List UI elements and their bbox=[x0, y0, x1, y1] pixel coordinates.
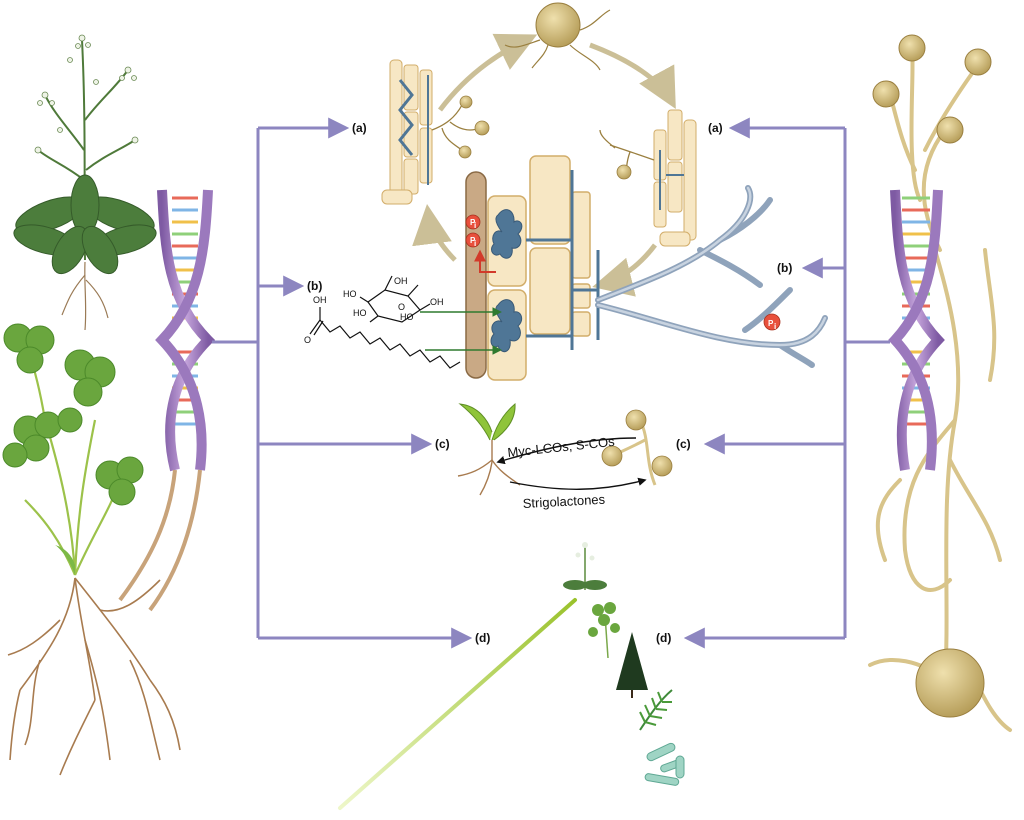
label-b-right: (b) bbox=[777, 261, 792, 275]
phosphate-marker-icon: P i P i P i bbox=[465, 214, 781, 331]
svg-text:i: i bbox=[774, 322, 776, 331]
tree-leaf-fern-icon bbox=[639, 689, 673, 731]
root-cell-arbuscule-section bbox=[465, 155, 600, 381]
svg-text:O: O bbox=[304, 335, 311, 345]
seedling-icon bbox=[457, 402, 521, 496]
label-a-right: (a) bbox=[708, 121, 723, 135]
svg-text:i: i bbox=[474, 221, 476, 230]
tree-leaf-algae-icon bbox=[644, 742, 685, 786]
root-fragment-left-icon bbox=[381, 59, 433, 205]
arabidopsis-plant-icon bbox=[13, 34, 157, 331]
fungal-spore-icon bbox=[872, 34, 992, 718]
svg-text:P: P bbox=[470, 218, 476, 227]
svg-text:P: P bbox=[470, 236, 476, 245]
extraradical-hypha-icon bbox=[595, 185, 828, 368]
colonization-cycle bbox=[381, 2, 697, 297]
label-d-left: (d) bbox=[475, 631, 490, 645]
fungal-mycelium-icon bbox=[868, 48, 1012, 732]
svg-text:OH: OH bbox=[430, 297, 444, 307]
svg-text:OH: OH bbox=[394, 276, 408, 286]
connector-arrows bbox=[212, 117, 890, 649]
label-d-right: (d) bbox=[656, 631, 671, 645]
fungal-dna-helix-icon bbox=[888, 189, 945, 471]
tree-leaf-clover-icon bbox=[588, 602, 620, 659]
label-b-left: (b) bbox=[307, 279, 322, 293]
tree-leaf-conifer-icon bbox=[616, 632, 648, 698]
spores-small-icon bbox=[601, 409, 673, 486]
sugar-molecule-icon bbox=[359, 275, 431, 323]
signal-label-strigolactones: Strigolactones bbox=[522, 492, 606, 511]
root-fragment-right-icon bbox=[653, 109, 697, 247]
svg-text:O: O bbox=[398, 302, 405, 312]
phylogenetic-tree bbox=[338, 598, 662, 810]
label-c-right: (c) bbox=[676, 437, 691, 451]
signal-label-myc-lcos: Myc-LCOs, S-COs bbox=[507, 434, 616, 460]
legume-plant-icon bbox=[2, 323, 144, 576]
svg-text:HO: HO bbox=[400, 312, 414, 322]
svg-text:HO: HO bbox=[353, 308, 367, 318]
svg-text:P: P bbox=[768, 319, 774, 328]
hypha-left-icon bbox=[431, 104, 481, 151]
plant-dna-helix-icon bbox=[118, 189, 216, 612]
plant-roots-icon bbox=[7, 577, 181, 776]
svg-text:i: i bbox=[474, 239, 476, 248]
tree-leaf-arabidopsis-icon bbox=[563, 542, 607, 590]
svg-text:OH: OH bbox=[313, 295, 327, 305]
label-a-left: (a) bbox=[352, 121, 367, 135]
germinating-spore-icon bbox=[504, 2, 611, 71]
svg-text:HO: HO bbox=[343, 289, 357, 299]
fatty-acid-molecule-icon bbox=[309, 307, 461, 369]
label-c-left: (c) bbox=[435, 437, 450, 451]
